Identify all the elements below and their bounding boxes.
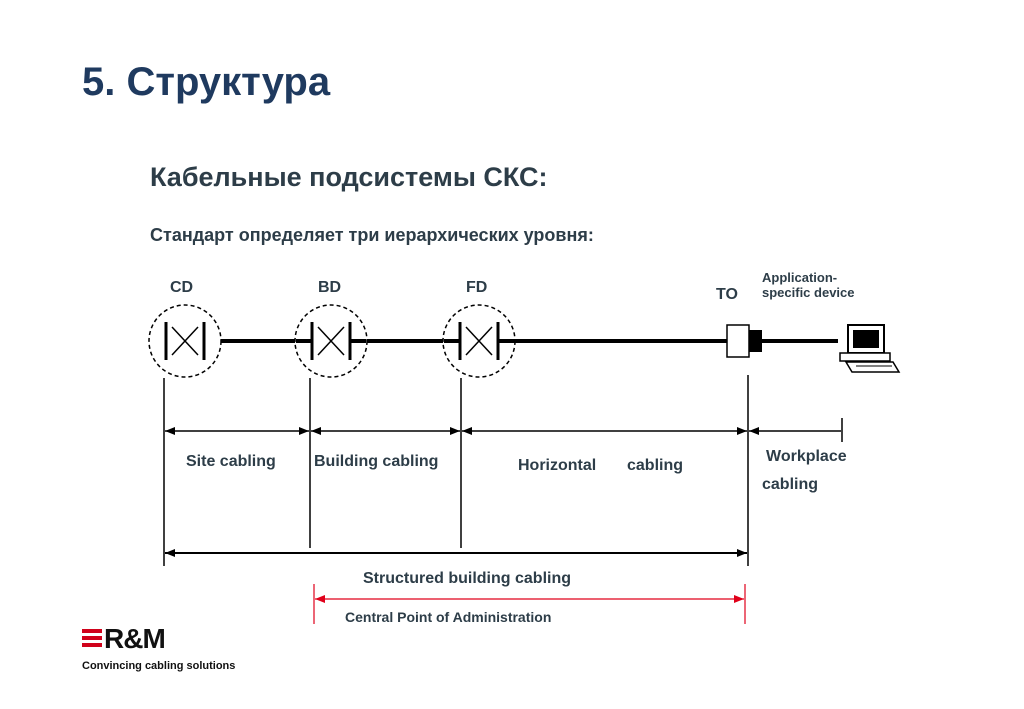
structured-cabling-label: Structured building cabling [363,570,571,587]
cd-label: CD [170,279,193,296]
workplace-cabling-label-2: cabling [762,476,818,493]
building-cabling-label: Building cabling [314,453,438,470]
horizontal-cabling-label-2: cabling [627,457,683,474]
device-label-line1: Application- [762,270,837,285]
to-label: TO [716,286,738,303]
logo-text: R&M [104,623,166,654]
fd-distributor-icon [442,304,516,378]
logo-bars-icon [82,629,102,650]
section-heading: Кабельные подсистемы СКС: [150,162,548,192]
brand-tagline: Convincing cabling solutions [82,660,236,672]
bd-distributor-icon [294,304,368,378]
horizontal-cabling-label-1: Horizontal [518,457,596,474]
section-subtext: Стандарт определяет три иерархических ур… [150,225,594,245]
fd-label: FD [466,279,487,296]
bd-label: BD [318,279,341,296]
cd-distributor-icon [148,304,222,378]
device-label-line2: specific device [762,285,855,300]
page-title: 5. Структура [82,60,331,104]
telecom-outlet-icon [726,324,762,358]
central-admin-label: Central Point of Administration [345,609,551,625]
computer-icon [839,324,901,373]
site-cabling-label: Site cabling [186,453,276,470]
workplace-cabling-label-1: Workplace [766,448,847,465]
